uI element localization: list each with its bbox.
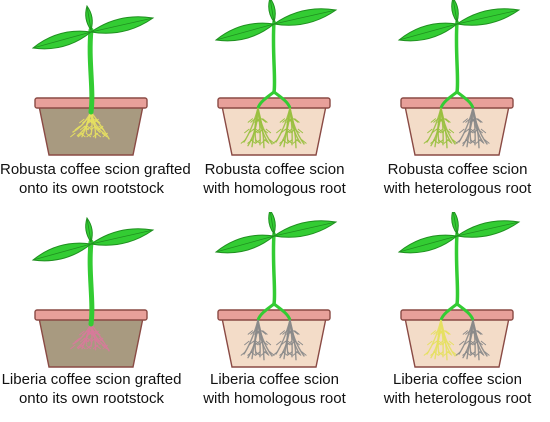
stem-main	[87, 27, 95, 115]
plant-illustration	[31, 4, 155, 156]
pot-rim	[217, 309, 331, 321]
stem-main	[454, 20, 460, 94]
caption-line-2: with heterologous root	[383, 180, 532, 197]
panel-liberia-heterologous-root: Liberia coffee scion with heterologous r…	[366, 212, 549, 422]
stem-right	[456, 302, 475, 321]
pot-body	[404, 317, 510, 368]
plant-illustration	[397, 0, 521, 156]
root-system	[423, 107, 490, 149]
panel-caption: Liberia coffee scion with homologous roo…	[183, 370, 366, 408]
leaf-right-vein	[273, 9, 337, 25]
leaf-top-vein	[269, 212, 275, 235]
panel-caption: Liberia coffee scion grafted onto its ow…	[0, 370, 183, 408]
stem-left	[439, 302, 458, 321]
leaves	[214, 212, 338, 254]
caption-line-2: onto its own rootstock	[18, 390, 165, 407]
caption-line-1: Robusta coffee scion	[204, 161, 345, 178]
plant-illustration	[214, 212, 338, 368]
pot	[400, 97, 514, 156]
stem-left	[256, 90, 275, 109]
stem	[87, 27, 95, 115]
root-system	[240, 107, 307, 149]
panel-liberia-homologous-root: Liberia coffee scion with homologous roo…	[183, 212, 366, 422]
pot	[217, 309, 331, 368]
caption-line-1: Liberia coffee scion	[393, 371, 522, 388]
leaf-left-vein	[215, 235, 275, 253]
stem	[87, 239, 95, 327]
stem-main	[271, 20, 277, 94]
leaf-left-vein	[32, 31, 92, 49]
caption-line-1: Liberia coffee scion grafted	[1, 371, 182, 388]
leaf-right-vein	[456, 9, 520, 25]
panel-caption: Robusta coffee scion with homologous roo…	[183, 160, 366, 198]
leaves	[397, 212, 521, 254]
caption-line-1: Liberia coffee scion	[210, 371, 339, 388]
pot	[400, 309, 514, 368]
leaf-top-vein	[452, 212, 458, 235]
stem-left	[256, 302, 275, 321]
pot-rim	[400, 309, 514, 321]
panel-caption: Robusta coffee scion with heterologous r…	[366, 160, 549, 198]
leaf-right-vein	[90, 17, 154, 33]
leaf-right-vein	[273, 221, 337, 237]
panel-robusta-homologous-root: Robusta coffee scion with homologous roo…	[183, 0, 366, 210]
stem	[439, 232, 475, 321]
stem	[256, 20, 292, 109]
root-system	[423, 319, 490, 361]
leaf-top-vein	[86, 5, 92, 31]
leaf-right-vein	[90, 229, 154, 245]
plant-illustration	[31, 216, 155, 368]
caption-line-2: with homologous root	[203, 180, 346, 197]
pot	[217, 97, 331, 156]
panel-liberia-own-rootstock: Liberia coffee scion grafted onto its ow…	[0, 212, 183, 422]
stem-right	[273, 302, 292, 321]
caption-line-2: with heterologous root	[383, 390, 532, 407]
leaves	[214, 0, 338, 42]
leaf-left-vein	[398, 235, 458, 253]
leaf-left-vein	[32, 243, 92, 261]
stem-main	[271, 232, 277, 306]
caption-line-1: Robusta coffee scion grafted	[0, 161, 191, 178]
panel-robusta-own-rootstock: Robusta coffee scion grafted onto its ow…	[0, 0, 191, 210]
panel-caption: Liberia coffee scion with heterologous r…	[366, 370, 549, 408]
pot-body	[221, 105, 327, 156]
stem-left	[439, 90, 458, 109]
leaves	[31, 4, 155, 50]
stem-right	[273, 90, 292, 109]
leaf-left-vein	[398, 23, 458, 41]
leaf-left-vein	[215, 23, 275, 41]
stem	[256, 232, 292, 321]
stem-main	[87, 239, 95, 327]
pot-rim	[400, 97, 514, 109]
leaves	[31, 216, 155, 262]
leaf-top-vein	[86, 217, 92, 243]
stem-right	[456, 90, 475, 109]
stem-main	[454, 232, 460, 306]
pot-body	[404, 105, 510, 156]
pot-body	[221, 317, 327, 368]
plant-illustration	[397, 212, 521, 368]
plant-illustration	[214, 0, 338, 156]
pot-rim	[217, 97, 331, 109]
panel-caption: Robusta coffee scion grafted onto its ow…	[0, 160, 191, 198]
leaf-right-vein	[456, 221, 520, 237]
panel-robusta-heterologous-root: Robusta coffee scion with heterologous r…	[366, 0, 549, 210]
leaf-top-vein	[269, 0, 275, 23]
caption-line-1: Robusta coffee scion	[387, 161, 528, 178]
stem	[439, 20, 475, 109]
caption-line-2: onto its own rootstock	[18, 180, 165, 197]
leaves	[397, 0, 521, 42]
leaf-top-vein	[452, 0, 458, 23]
caption-line-2: with homologous root	[203, 390, 346, 407]
root-system	[240, 319, 307, 361]
